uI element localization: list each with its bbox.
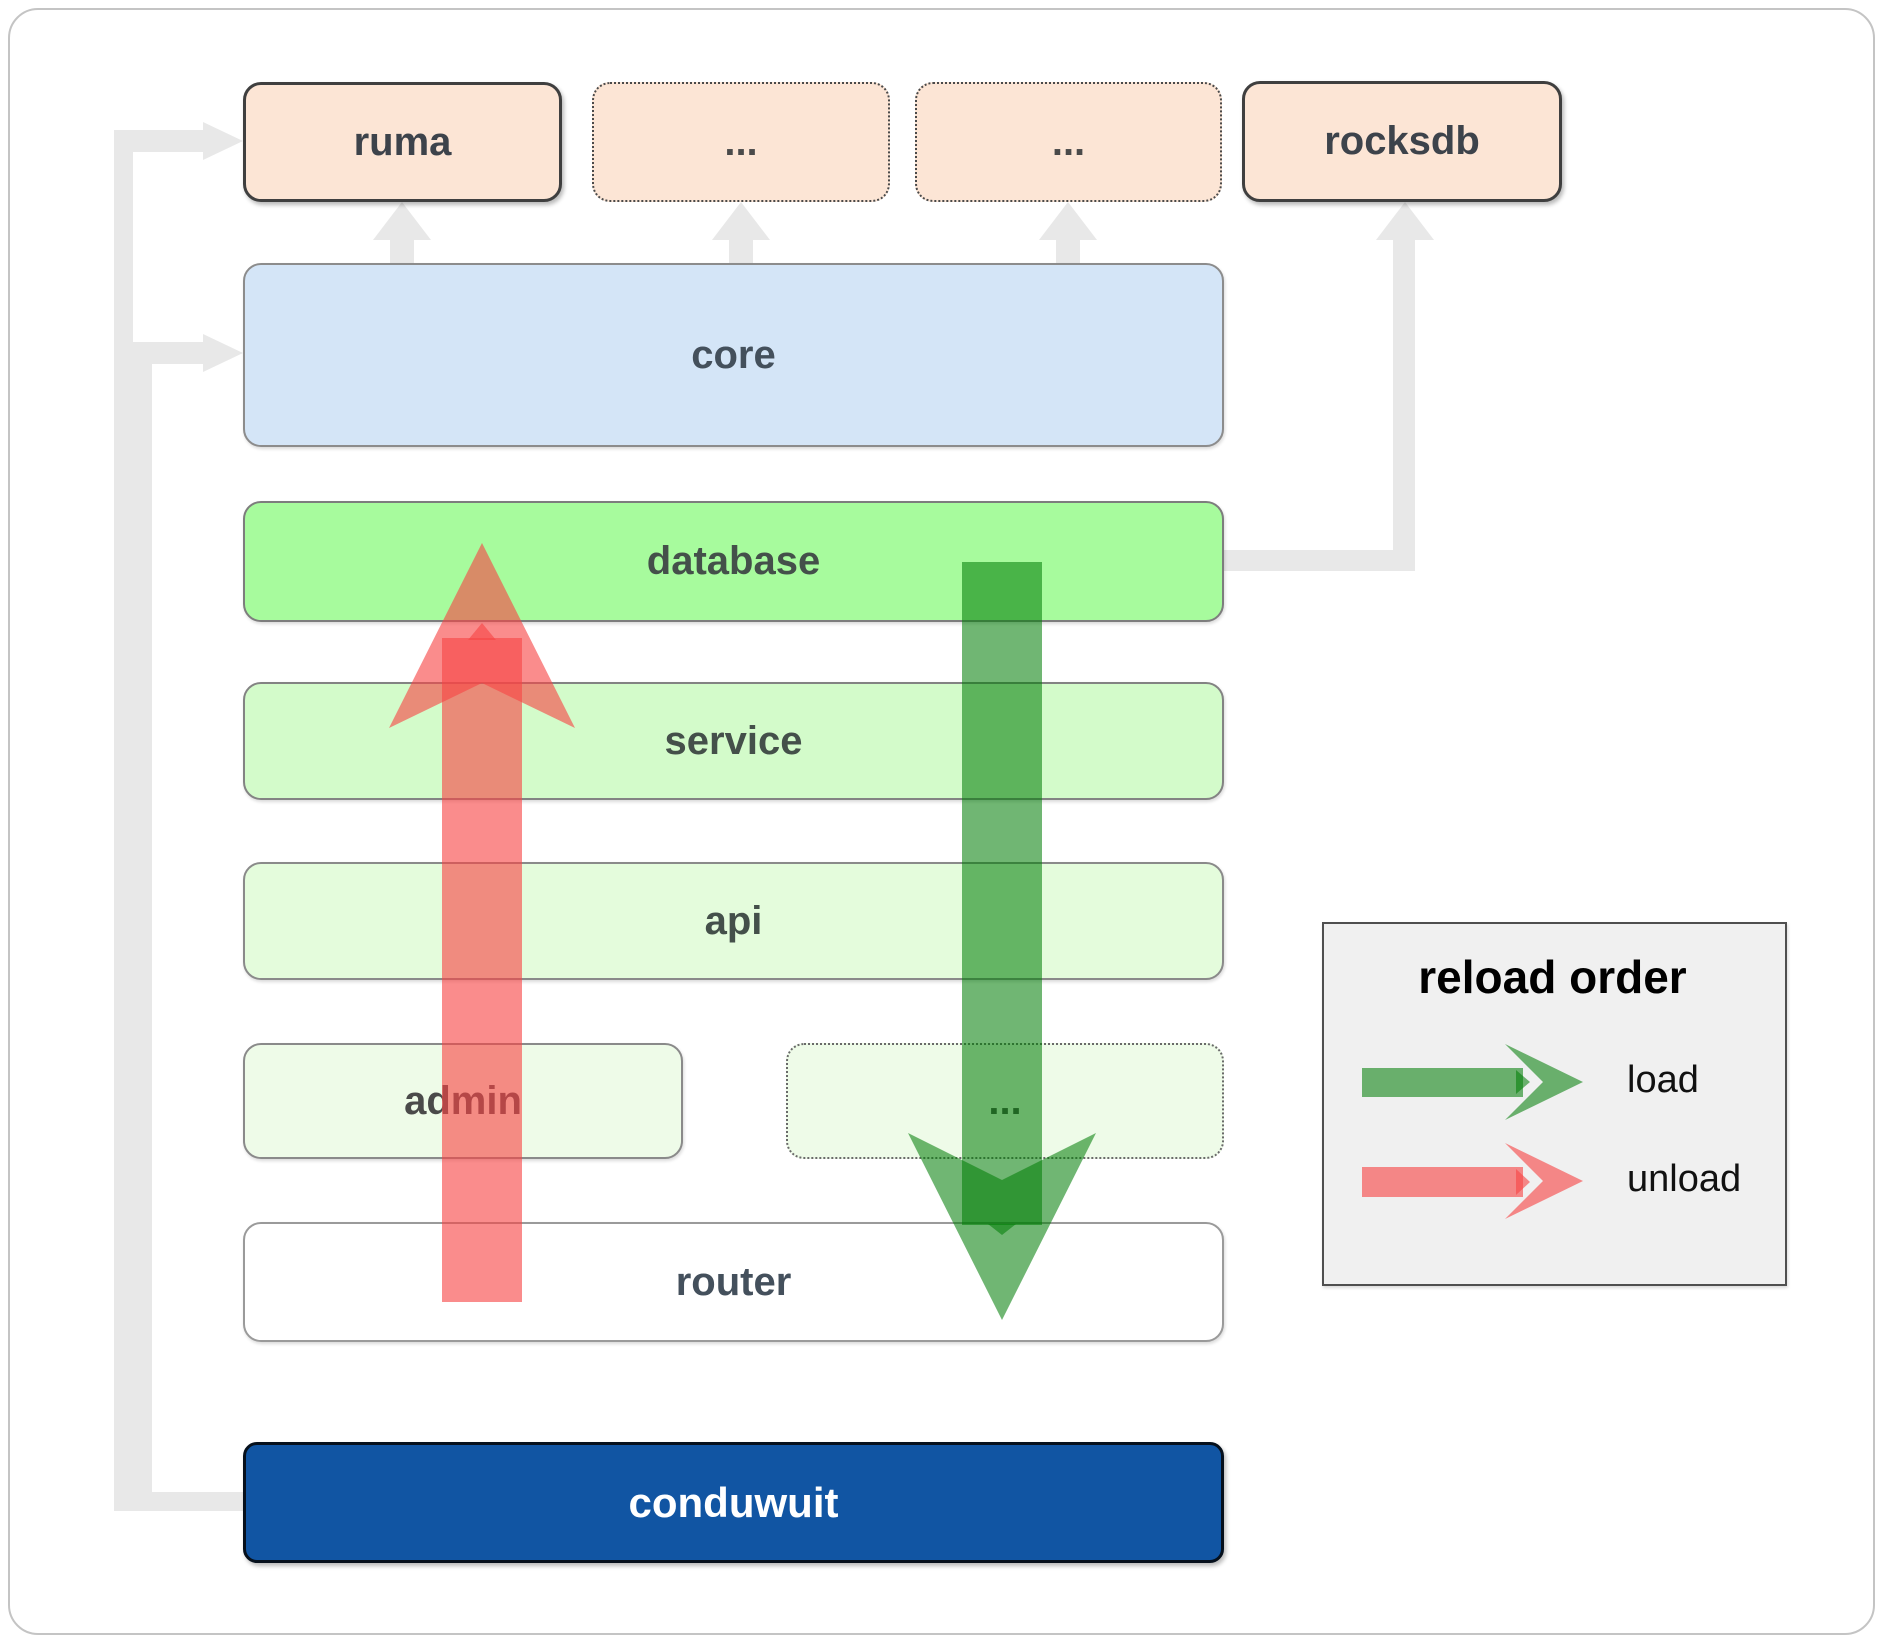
node-admin-label: admin	[404, 1078, 522, 1123]
node-ellipsis-admin: ...	[786, 1043, 1224, 1159]
connector-database-rocksdb-vertical	[1393, 240, 1415, 571]
node-rocksdb-label: rocksdb	[1324, 119, 1480, 163]
node-admin: admin	[243, 1043, 683, 1159]
connector-conduwuit-bottom-horizontal	[114, 1492, 244, 1511]
node-router: router	[243, 1222, 1224, 1342]
connector-database-rocksdb-horizontal	[1224, 550, 1415, 571]
node-ellipsis-top-2-label: ...	[1051, 119, 1086, 164]
connector-conduwuit-ruma-vertical	[114, 130, 133, 1511]
node-ellipsis-top-1-label: ...	[724, 119, 758, 164]
node-conduwuit: conduwuit	[243, 1442, 1224, 1563]
node-ruma: ruma	[243, 82, 562, 202]
legend-item-load-label: load	[1627, 1059, 1699, 1101]
node-ellipsis-top-2: ...	[915, 82, 1222, 202]
node-database: database	[243, 501, 1224, 622]
connector-conduwuit-core-horizontal	[133, 342, 204, 364]
arrowhead-core-ruma-icon	[373, 202, 431, 240]
node-database-label: database	[646, 539, 821, 583]
arrowhead-into-rocksdb-icon	[1376, 202, 1434, 240]
node-core: core	[243, 263, 1224, 447]
arrowhead-into-ruma-icon	[203, 122, 243, 160]
legend-item-unload-label: unload	[1627, 1158, 1742, 1200]
node-service: service	[243, 682, 1224, 800]
connector-conduwuit-ruma-horizontal	[114, 130, 204, 152]
connector-core-ellipsis1-shaft	[729, 238, 753, 264]
node-service-label: service	[664, 718, 803, 763]
connector-core-ruma-shaft	[390, 238, 414, 264]
node-api: api	[243, 862, 1224, 980]
arrowhead-core-ellipsis2-icon	[1039, 202, 1097, 240]
node-ellipsis-top-1: ...	[592, 82, 890, 202]
node-conduwuit-label: conduwuit	[628, 1478, 839, 1526]
connector-core-ellipsis2-shaft	[1056, 238, 1080, 264]
node-router-label: router	[675, 1259, 792, 1304]
connector-conduwuit-core-vertical	[133, 342, 152, 1511]
outer-frame	[8, 8, 1875, 1635]
node-rocksdb: rocksdb	[1242, 81, 1562, 202]
arrowhead-core-ellipsis1-icon	[712, 202, 770, 240]
node-api-label: api	[704, 898, 763, 943]
node-core-label: core	[691, 332, 776, 377]
legend-title: reload order	[1418, 951, 1687, 1003]
node-ruma-label: ruma	[353, 119, 452, 164]
arrowhead-into-core-icon	[203, 334, 243, 372]
node-ellipsis-admin-label: ...	[988, 1078, 1022, 1123]
